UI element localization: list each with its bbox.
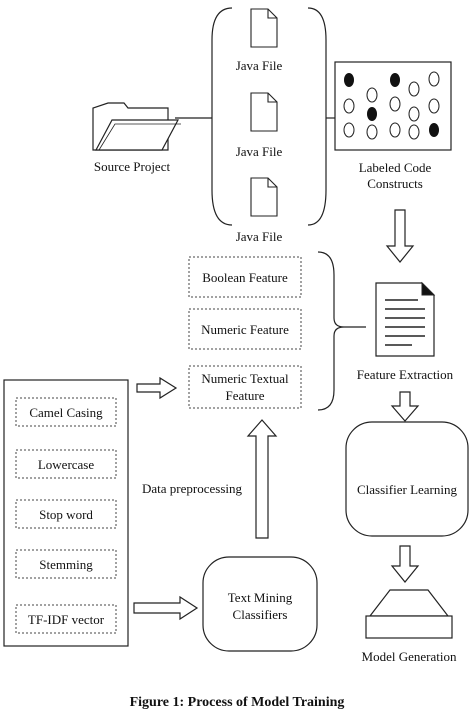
java-file-label-1: Java File [236, 58, 283, 73]
java-file-icon [250, 177, 278, 217]
java-files-left-brace [211, 7, 233, 226]
model-generation-label: Model Generation [362, 649, 457, 664]
labeled-constructs-label-1: Labeled Code [359, 160, 432, 175]
numeric-textual-label-2: Feature [226, 388, 265, 403]
java-file-label-2: Java File [236, 144, 283, 159]
up-arrow-icon [246, 419, 278, 539]
feature-extraction-label: Feature Extraction [357, 367, 454, 382]
numeric-feature-label: Numeric Feature [201, 322, 289, 337]
right-arrow-icon [133, 595, 199, 621]
document-icon [375, 281, 436, 357]
down-arrow-icon [390, 391, 420, 422]
text-mining-label-2: Classifiers [233, 607, 288, 622]
java-file-label-3: Java File [236, 229, 283, 244]
stop-word-box [15, 499, 117, 529]
stop-word-label: Stop word [39, 507, 93, 522]
figure-caption: Figure 1: Process of Model Training [130, 695, 345, 710]
boolean-feature-box [188, 256, 302, 298]
folder-icon [92, 102, 181, 151]
text-mining-label-1: Text Mining [228, 590, 293, 605]
numeric-textual-label-1: Numeric Textual [201, 371, 289, 386]
stemming-box [15, 549, 117, 579]
left-arrow-icon [136, 376, 178, 400]
lowercase-label: Lowercase [38, 457, 95, 472]
camel-casing-box [15, 397, 117, 427]
source-project-label: Source Project [94, 159, 171, 174]
labeled-constructs-label-2: Constructs [367, 176, 423, 191]
tfidf-label: TF-IDF vector [28, 612, 105, 627]
lowercase-box [15, 449, 117, 479]
construct-dots [343, 71, 440, 140]
numeric-textual-feature-box [188, 365, 302, 409]
camel-casing-label: Camel Casing [29, 405, 103, 420]
features-brace [317, 251, 345, 411]
down-arrow-icon [390, 545, 420, 583]
model-generation-icon [365, 589, 453, 639]
classifier-learning-box [345, 421, 469, 537]
down-arrow-icon [385, 209, 415, 263]
java-file-icon [250, 8, 278, 48]
stemming-label: Stemming [39, 557, 93, 572]
java-file-icon [250, 92, 278, 132]
data-preprocessing-label: Data preprocessing [142, 481, 242, 496]
text-mining-box [202, 556, 318, 652]
java-files-right-brace [307, 7, 327, 226]
classifier-learning-label: Classifier Learning [357, 482, 457, 497]
tfidf-box [15, 604, 117, 634]
numeric-feature-box [188, 308, 302, 350]
boolean-feature-label: Boolean Feature [202, 270, 288, 285]
